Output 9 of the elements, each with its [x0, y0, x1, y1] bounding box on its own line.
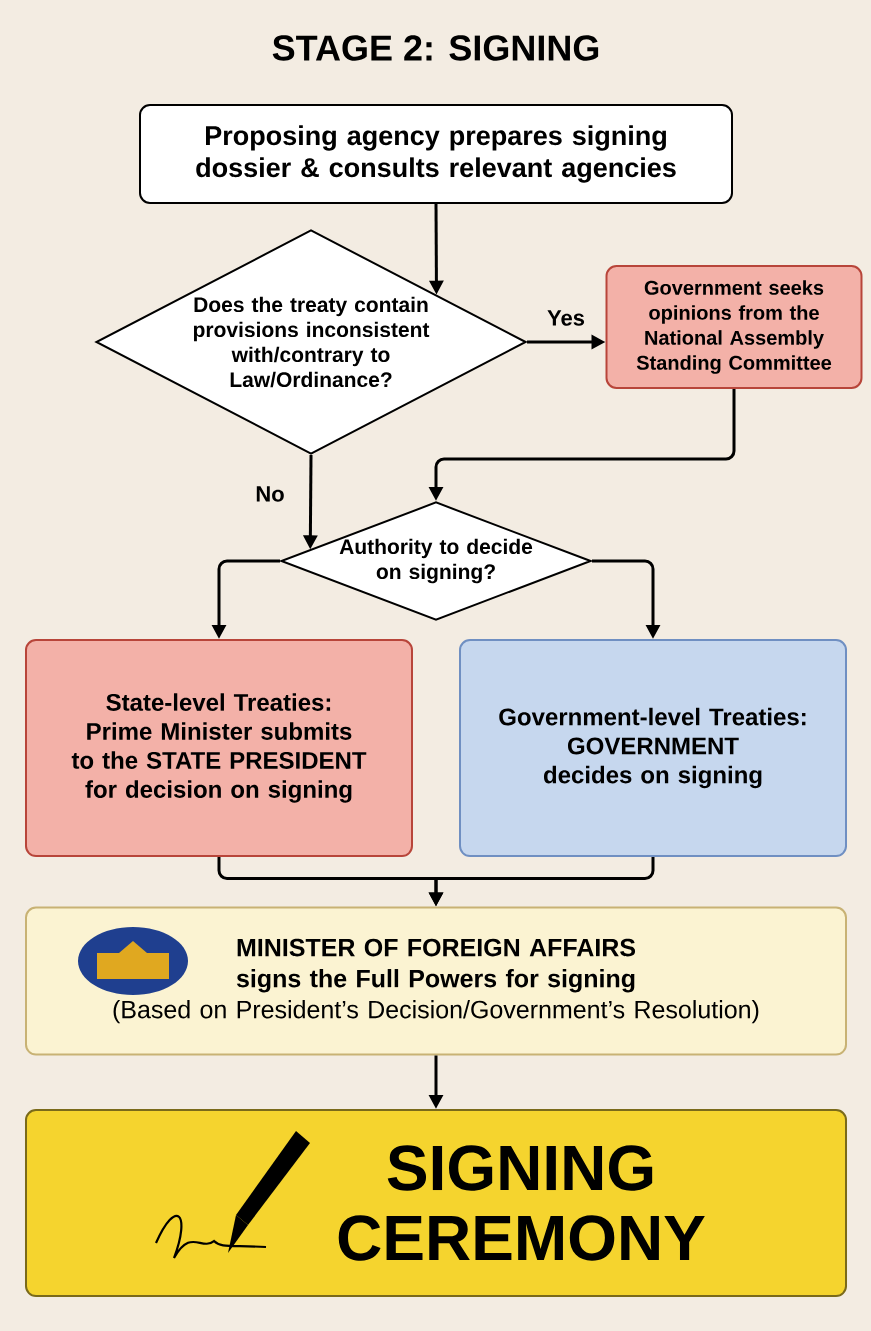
process-box: MINISTER OF FOREIGN AFFAIRS signs the Full Powers for signing (Based on President’s Decision/Government’s Resolution)	[25, 906, 847, 1056]
process-box: Government seeks opinions from the National Assembly Standing Committee	[605, 265, 863, 389]
process-box: State-level Treaties: Prime Minister submits to the STATE PRESIDENT for decision on signing	[25, 639, 413, 857]
edge-label: Yes	[545, 308, 587, 328]
process-box: Proposing agency prepares signing dossier & consults relevant agencies	[139, 104, 733, 204]
ceremony-box: SIGNING CEREMONY	[25, 1109, 847, 1297]
title: STAGE 2: SIGNING	[272, 35, 599, 61]
edge-label: No	[253, 484, 287, 504]
process-box: Government-level Treaties: GOVERNMENT decides on signing	[459, 639, 847, 857]
